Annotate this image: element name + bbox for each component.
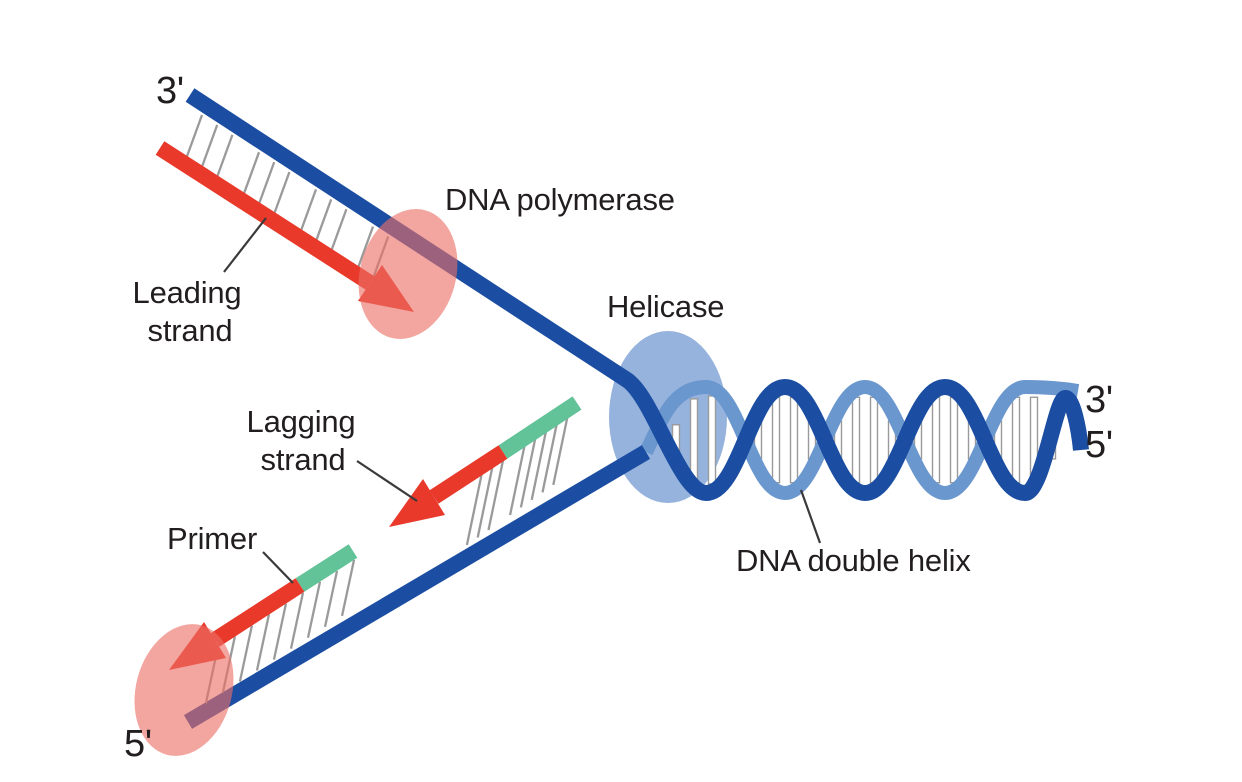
label-primer: Primer: [167, 521, 257, 556]
double-helix-light-strand: [639, 379, 1080, 501]
label-3-prime-top: 3': [156, 70, 184, 112]
pointer-line-primer: [262, 551, 294, 584]
okazaki-1-arrowhead: [389, 479, 445, 527]
pointer-line-lagging-strand: [356, 460, 418, 502]
dna-polymerase-blob-leading: [358, 209, 458, 339]
dna-polymerase-blob-lagging: [134, 624, 234, 756]
lagging-template-strand: [183, 445, 651, 729]
label-leading-strand-line2: strand: [148, 313, 233, 348]
pointer-line-dna-double-helix: [799, 489, 822, 544]
label-dna-double-helix: DNA double helix: [736, 543, 971, 578]
label-3-prime-right: 3': [1085, 379, 1113, 421]
label-leading-strand-line1: Leading: [133, 275, 242, 310]
label-helicase: Helicase: [607, 289, 724, 324]
pointer-line-leading-strand: [223, 217, 267, 273]
primer-segment-2: [295, 544, 358, 592]
okazaki-fragment-1: [389, 396, 582, 527]
label-lagging-strand-line1: Lagging: [247, 404, 356, 439]
label-dna-polymerase: DNA polymerase: [445, 182, 675, 217]
hatch-marks-okazaki-1: [465, 412, 570, 546]
label-5-prime-right: 5': [1085, 424, 1113, 466]
label-lagging-strand-line2: strand: [261, 442, 346, 477]
primer-segment-1: [498, 396, 582, 459]
label-5-prime-bottom: 5': [124, 723, 152, 765]
leading-template-and-dark-helix-strand: [185, 88, 1089, 502]
